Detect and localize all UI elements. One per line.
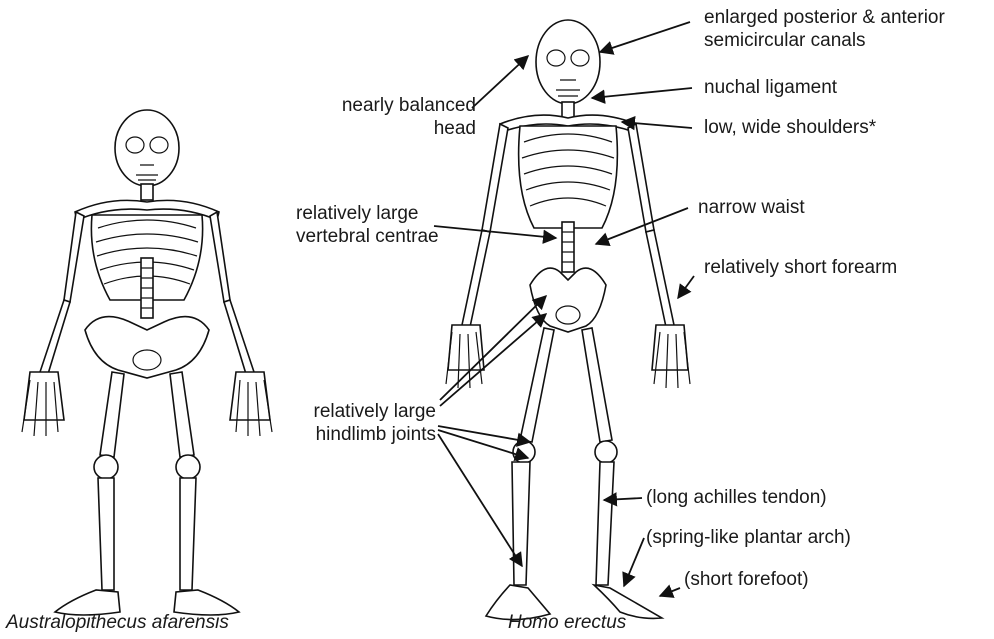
label-short-forefoot: (short forefoot): [684, 568, 809, 591]
label-balanced-head-line2: head: [316, 117, 476, 140]
label-hindlimb-joints-line1: relatively large: [276, 400, 436, 423]
label-semicircular-canals: enlarged posterior & anterior semicircul…: [704, 6, 945, 52]
label-nuchal-ligament: nuchal ligament: [704, 76, 837, 99]
label-vertebral-centrae-line1: relatively large: [296, 202, 439, 225]
caption-australopithecus: Australopithecus afarensis: [6, 612, 229, 634]
label-hindlimb-joints: relatively large hindlimb joints: [276, 400, 436, 446]
label-semicircular-canals-line1: enlarged posterior & anterior: [704, 6, 945, 29]
label-narrow-waist: narrow waist: [698, 196, 805, 219]
label-vertebral-centrae: relatively large vertebral centrae: [296, 202, 439, 248]
label-low-wide-shoulders: low, wide shoulders*: [704, 116, 876, 139]
label-plantar-arch: (spring-like plantar arch): [646, 526, 851, 549]
label-balanced-head-line1: nearly balanced: [316, 94, 476, 117]
australopithecus-skeleton: [22, 110, 272, 615]
caption-homo-erectus: Homo erectus: [508, 612, 626, 634]
label-balanced-head: nearly balanced head: [316, 94, 476, 140]
label-vertebral-centrae-line2: vertebral centrae: [296, 225, 439, 248]
label-semicircular-canals-line2: semicircular canals: [704, 29, 945, 52]
label-hindlimb-joints-line2: hindlimb joints: [276, 423, 436, 446]
label-achilles-tendon: (long achilles tendon): [646, 486, 827, 509]
label-short-forearm: relatively short forearm: [704, 256, 897, 279]
